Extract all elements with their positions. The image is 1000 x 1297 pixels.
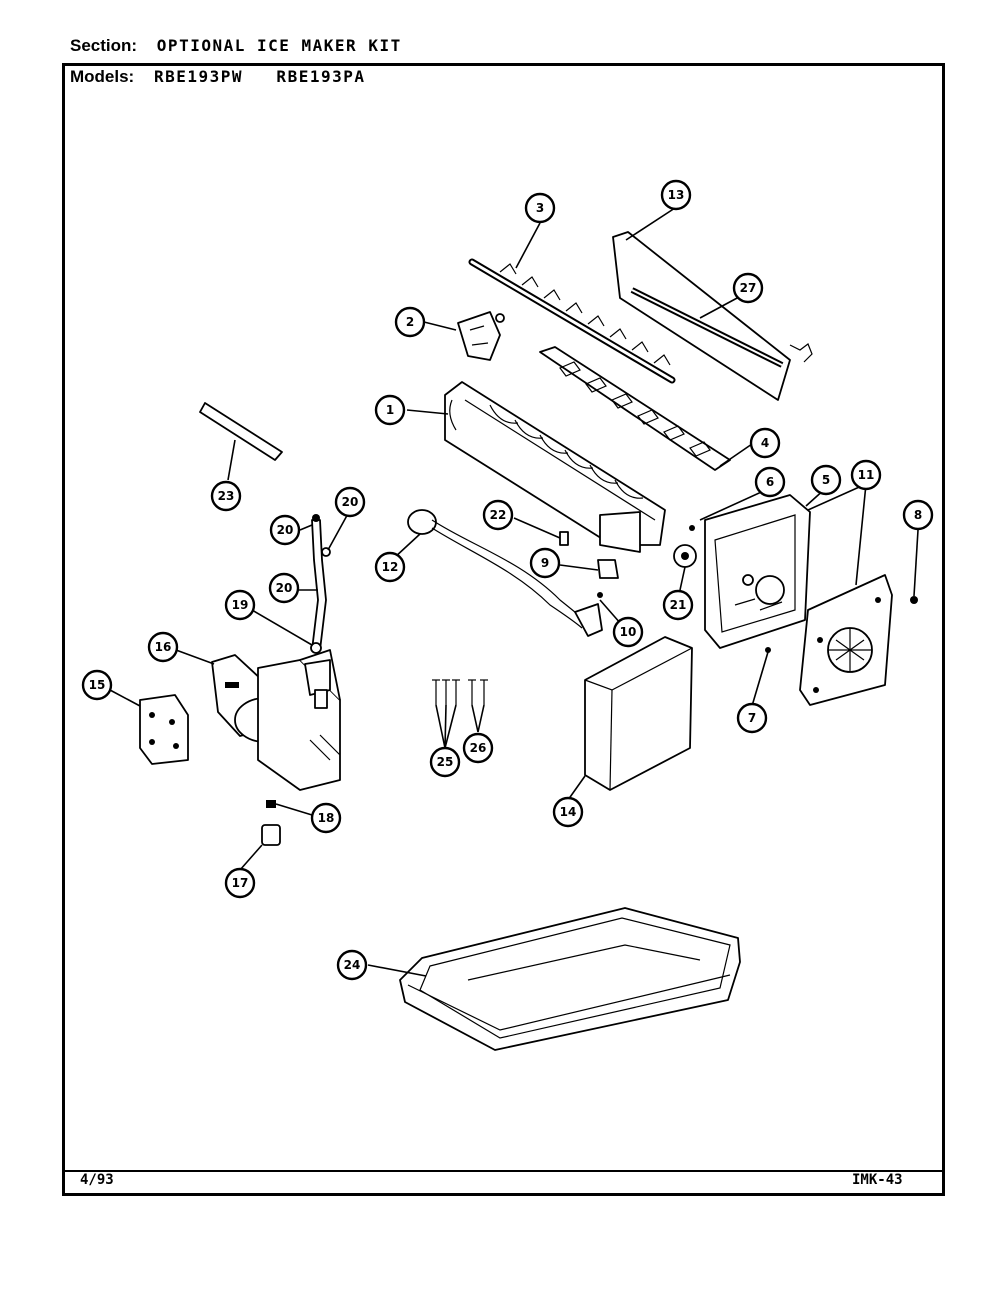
models-label: Models: bbox=[70, 67, 135, 86]
callout-20-a: 20 bbox=[269, 514, 301, 546]
callout-20-b: 20 bbox=[334, 486, 366, 518]
callout-8: 8 bbox=[902, 499, 934, 531]
callout-12: 12 bbox=[374, 551, 406, 583]
callout-27: 27 bbox=[732, 272, 764, 304]
callout-9: 9 bbox=[529, 547, 561, 579]
svg-text:15: 15 bbox=[89, 678, 106, 692]
part-fill-tube bbox=[199, 402, 283, 461]
callout-24: 24 bbox=[336, 949, 368, 981]
callout-26: 26 bbox=[462, 732, 494, 764]
svg-text:10: 10 bbox=[620, 625, 637, 639]
callout-15: 15 bbox=[81, 669, 113, 701]
section-title: OPTIONAL ICE MAKER KIT bbox=[156, 36, 402, 55]
callout-16: 16 bbox=[147, 631, 179, 663]
part-water-tube bbox=[310, 514, 331, 654]
svg-text:19: 19 bbox=[232, 598, 249, 612]
svg-text:20: 20 bbox=[277, 523, 294, 537]
part-stripper bbox=[612, 231, 813, 401]
callout-18: 18 bbox=[310, 802, 342, 834]
svg-text:12: 12 bbox=[382, 560, 399, 574]
section-label: Section: bbox=[70, 36, 138, 55]
svg-text:25: 25 bbox=[437, 755, 454, 769]
svg-text:21: 21 bbox=[670, 598, 687, 612]
svg-text:5: 5 bbox=[822, 473, 830, 487]
section-header: Section: OPTIONAL ICE MAKER KIT bbox=[70, 36, 402, 56]
part-front-cover bbox=[584, 636, 693, 791]
part-motor-module bbox=[799, 574, 893, 706]
part-thermostat bbox=[673, 525, 697, 568]
svg-text:18: 18 bbox=[318, 811, 335, 825]
callout-5: 5 bbox=[810, 464, 842, 496]
callout-4: 4 bbox=[749, 427, 781, 459]
callout-19: 19 bbox=[224, 589, 256, 621]
part-shutoff-arm bbox=[457, 311, 505, 361]
callout-2: 2 bbox=[394, 306, 426, 338]
callout-17: 17 bbox=[224, 867, 256, 899]
svg-text:9: 9 bbox=[541, 556, 549, 570]
part-mold bbox=[444, 381, 666, 553]
part-housing bbox=[704, 494, 811, 649]
svg-text:7: 7 bbox=[748, 711, 756, 725]
part-ejector bbox=[468, 258, 676, 384]
svg-text:1: 1 bbox=[386, 403, 394, 417]
callout-3: 3 bbox=[524, 192, 556, 224]
svg-text:17: 17 bbox=[232, 876, 249, 890]
svg-text:14: 14 bbox=[560, 805, 577, 819]
svg-text:22: 22 bbox=[490, 508, 507, 522]
part-harness bbox=[407, 509, 619, 637]
svg-text:20: 20 bbox=[276, 581, 293, 595]
callout-23: 23 bbox=[210, 480, 242, 512]
callout-14: 14 bbox=[552, 796, 584, 828]
diagram-frame bbox=[62, 63, 945, 1196]
svg-text:13: 13 bbox=[668, 188, 685, 202]
svg-text:16: 16 bbox=[155, 640, 172, 654]
svg-text:2: 2 bbox=[406, 315, 414, 329]
callout-10: 10 bbox=[612, 616, 644, 648]
part-water-valve bbox=[139, 649, 341, 791]
svg-text:4: 4 bbox=[761, 436, 769, 450]
footer-date: 4/93 bbox=[80, 1172, 114, 1188]
svg-text:3: 3 bbox=[536, 201, 544, 215]
callout-13: 13 bbox=[660, 179, 692, 211]
callout-20-c: 20 bbox=[268, 572, 300, 604]
footer-rule bbox=[62, 1170, 945, 1172]
callout-11: 11 bbox=[850, 459, 882, 491]
callout-6: 6 bbox=[754, 466, 786, 498]
svg-text:27: 27 bbox=[740, 281, 757, 295]
callout-25: 25 bbox=[429, 746, 461, 778]
callout-1: 1 bbox=[374, 394, 406, 426]
footer-page-code: IMK-43 bbox=[852, 1172, 903, 1188]
callout-22: 22 bbox=[482, 499, 514, 531]
svg-text:8: 8 bbox=[914, 508, 922, 522]
callouts: 1 2 3 4 5 6 7 8 9 10 11 12 13 14 15 16 1… bbox=[81, 179, 934, 981]
models-header: Models: RBE193PW RBE193PA bbox=[70, 67, 366, 87]
svg-text:26: 26 bbox=[470, 741, 487, 755]
svg-text:6: 6 bbox=[766, 475, 774, 489]
part-screws bbox=[432, 679, 488, 705]
svg-text:20: 20 bbox=[342, 495, 359, 509]
svg-text:11: 11 bbox=[858, 468, 875, 482]
callout-21: 21 bbox=[662, 589, 694, 621]
models-list: RBE193PW RBE193PA bbox=[153, 67, 366, 86]
svg-text:24: 24 bbox=[344, 958, 361, 972]
svg-text:23: 23 bbox=[218, 489, 235, 503]
callout-7: 7 bbox=[736, 702, 768, 734]
part-ice-bucket bbox=[399, 907, 741, 1051]
